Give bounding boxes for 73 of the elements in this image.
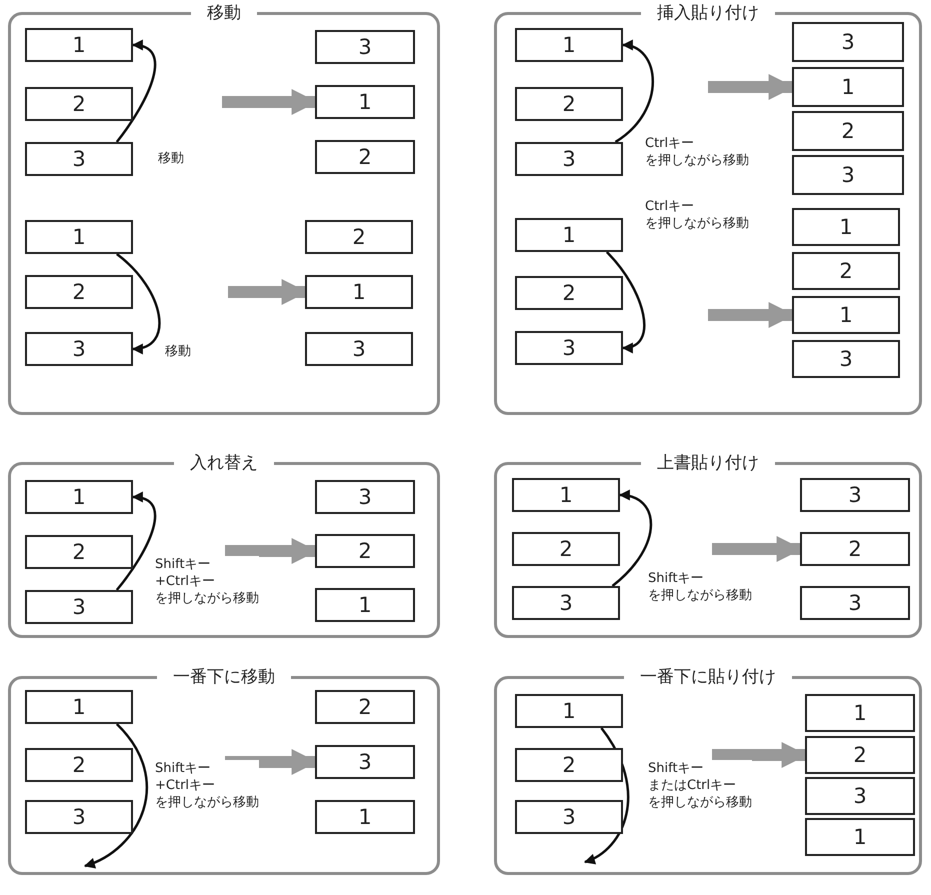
panel-title: 上書貼り付け <box>641 453 775 473</box>
item-box: 2 <box>515 87 623 121</box>
edge-label: Shiftキーを押しながら移動 <box>648 570 752 604</box>
item-box: 2 <box>792 111 904 151</box>
item-box: 1 <box>515 28 623 62</box>
item-box: 3 <box>515 142 623 176</box>
panel-title: 挿入貼り付け <box>641 3 775 23</box>
item-box: 3 <box>800 478 910 512</box>
curved-arrow <box>606 251 646 352</box>
item-box: 1 <box>25 690 133 724</box>
item-box: 2 <box>25 748 133 782</box>
item-box: 3 <box>315 30 415 64</box>
item-box: 2 <box>512 532 620 566</box>
item-box: 3 <box>25 142 133 176</box>
item-box: 3 <box>25 332 133 366</box>
curved-arrow <box>614 41 654 144</box>
item-box: 1 <box>515 218 623 252</box>
item-box: 2 <box>515 748 623 782</box>
item-box: 2 <box>25 275 133 309</box>
item-box: 1 <box>315 588 415 622</box>
item-box: 3 <box>305 332 413 366</box>
item-box: 3 <box>25 590 133 624</box>
item-box: 1 <box>315 85 415 119</box>
curved-arrow <box>116 253 161 354</box>
edge-label: Shiftキー+Ctrlキーを押しながら移動 <box>155 556 259 607</box>
panel-title: 一番下に移動 <box>157 667 291 687</box>
curved-arrow <box>612 490 652 587</box>
item-box: 2 <box>305 220 413 254</box>
item-box: 1 <box>512 478 620 512</box>
item-box: 3 <box>515 800 623 834</box>
item-box: 3 <box>800 586 910 620</box>
panel-title: 移動 <box>191 3 257 23</box>
item-box: 2 <box>315 140 415 174</box>
curved-arrow <box>116 40 156 143</box>
item-box: 2 <box>25 87 133 121</box>
item-box: 1 <box>805 818 915 856</box>
item-box: 3 <box>792 340 900 378</box>
item-box: 2 <box>805 736 915 774</box>
item-box: 1 <box>515 694 623 728</box>
item-box: 2 <box>25 535 133 569</box>
item-box: 1 <box>792 67 904 107</box>
item-box: 3 <box>515 331 623 365</box>
item-box: 3 <box>315 480 415 514</box>
item-box: 1 <box>305 275 413 309</box>
item-box: 1 <box>805 694 915 732</box>
item-box: 3 <box>315 745 415 779</box>
edge-label: Shiftキー+Ctrlキーを押しながら移動 <box>155 760 259 811</box>
curved-arrow <box>116 492 156 591</box>
edge-label: ShiftキーまたはCtrlキーを押しながら移動 <box>648 760 752 811</box>
item-box: 1 <box>25 28 133 62</box>
edge-label: 移動 <box>158 150 184 167</box>
curved-arrow <box>84 723 148 868</box>
item-box: 2 <box>315 534 415 568</box>
panel-title: 入れ替え <box>174 453 274 473</box>
item-box: 3 <box>792 155 904 195</box>
item-box: 3 <box>25 800 133 834</box>
item-box: 3 <box>792 22 904 62</box>
edge-label: Ctrlキーを押しながら移動 <box>645 198 749 232</box>
item-box: 2 <box>792 252 900 290</box>
item-box: 1 <box>792 208 900 246</box>
edge-label: 移動 <box>165 343 191 360</box>
item-box: 1 <box>25 220 133 254</box>
item-box: 2 <box>315 690 415 724</box>
item-box: 1 <box>792 296 900 334</box>
panel-title: 一番下に貼り付け <box>624 667 792 687</box>
edge-label: Ctrlキーを押しながら移動 <box>645 135 749 169</box>
item-box: 1 <box>315 800 415 834</box>
item-box: 1 <box>25 480 133 514</box>
curved-arrow <box>584 727 630 864</box>
item-box: 2 <box>800 532 910 566</box>
item-box: 3 <box>805 777 915 815</box>
item-box: 3 <box>512 586 620 620</box>
item-box: 2 <box>515 276 623 310</box>
